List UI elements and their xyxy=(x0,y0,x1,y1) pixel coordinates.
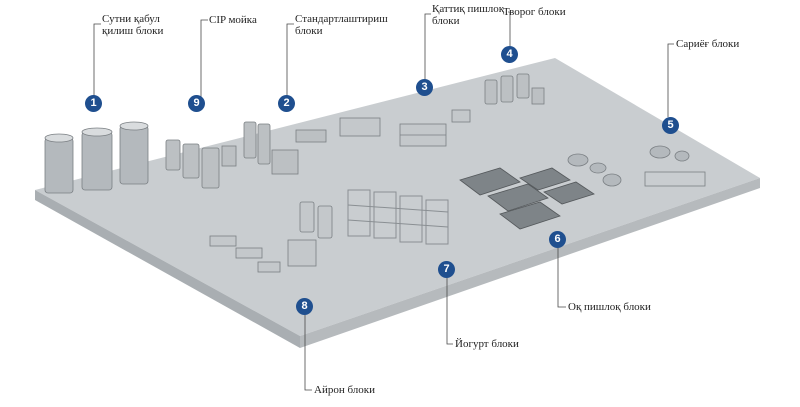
marker-7: 7 xyxy=(438,261,455,278)
cip-tanks xyxy=(165,139,237,189)
marker-8: 8 xyxy=(296,298,313,315)
label-ayran: Айрон блоки xyxy=(314,384,376,396)
floor-slab xyxy=(35,58,760,348)
white-cheese-vats xyxy=(459,167,595,230)
marker-1: 1 xyxy=(85,95,102,112)
standardisation-equipment xyxy=(243,121,327,175)
label-cip-washing: CIP мойка xyxy=(209,14,257,26)
marker-3: 3 xyxy=(416,79,433,96)
label-curd: Творог блоки xyxy=(503,6,566,18)
label-butter: Сариёғ блоки xyxy=(676,38,740,50)
marker-5: 5 xyxy=(662,117,679,134)
marker-6: 6 xyxy=(549,231,566,248)
label-white-cheese: Оқ пишлоқ блоки xyxy=(568,301,651,313)
marker-4: 4 xyxy=(501,46,518,63)
hard-cheese-equipment xyxy=(339,109,471,147)
yogurt-racks xyxy=(347,189,449,245)
leader-lines xyxy=(93,11,674,391)
label-yogurt: Йогурт блоки xyxy=(455,338,519,350)
curd-equipment xyxy=(484,73,545,105)
marker-2: 2 xyxy=(278,95,295,112)
butter-equipment xyxy=(567,145,706,187)
marker-9: 9 xyxy=(188,95,205,112)
ayran-equipment xyxy=(209,201,333,273)
silo-group xyxy=(44,121,149,194)
